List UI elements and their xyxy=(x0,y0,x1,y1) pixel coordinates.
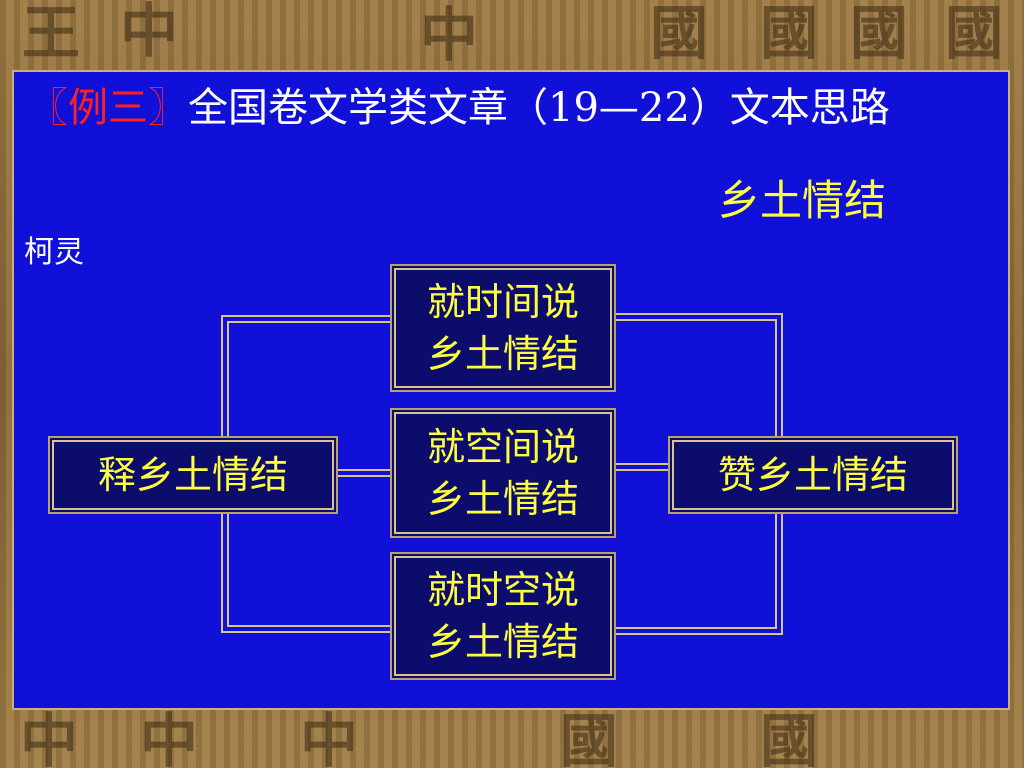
calligraphy-decoration: 中 xyxy=(420,1,479,69)
calligraphy-decoration: 國 xyxy=(945,0,1004,67)
title-text: 全国卷文学类文章（19—22）文本思路 xyxy=(188,85,890,131)
calligraphy-decoration: 國 xyxy=(650,0,709,67)
node-explain: 释乡土情结 xyxy=(52,440,334,510)
calligraphy-decoration: 中 xyxy=(140,707,199,775)
calligraphy-decoration: 國 xyxy=(850,0,909,67)
calligraphy-decoration: 中 xyxy=(300,707,359,775)
node-explain-label: 释乡土情结 xyxy=(97,453,288,497)
node-time-line2: 乡土情结 xyxy=(426,332,579,376)
calligraphy-decoration: 國 xyxy=(760,707,819,775)
node-timespace-line1: 就时空说 xyxy=(426,568,579,612)
slide-title: 〖例三〗全国卷文学类文章（19—22）文本思路 xyxy=(28,84,890,132)
calligraphy-decoration: 中 xyxy=(20,707,79,775)
node-timespace: 就时空说 乡土情结 xyxy=(394,556,612,676)
example-tag: 〖例三〗 xyxy=(28,85,188,131)
node-space-line1: 就空间说 xyxy=(426,425,579,469)
node-praise-label: 赞乡土情结 xyxy=(717,453,908,497)
node-timespace-line2: 乡土情结 xyxy=(426,620,579,664)
node-time-line1: 就时间说 xyxy=(426,280,579,324)
node-time: 就时间说 乡土情结 xyxy=(394,268,612,388)
calligraphy-decoration: 國 xyxy=(760,0,819,67)
calligraphy-decoration: 王 xyxy=(22,0,81,67)
node-space-line2: 乡土情结 xyxy=(426,477,579,521)
author-name: 柯灵 xyxy=(24,235,84,270)
calligraphy-decoration: 中 xyxy=(120,0,179,65)
calligraphy-decoration: 國 xyxy=(560,707,619,775)
node-praise: 赞乡土情结 xyxy=(672,440,954,510)
node-space: 就空间说 乡土情结 xyxy=(394,412,612,534)
essay-title: 乡土情结 xyxy=(718,176,887,225)
